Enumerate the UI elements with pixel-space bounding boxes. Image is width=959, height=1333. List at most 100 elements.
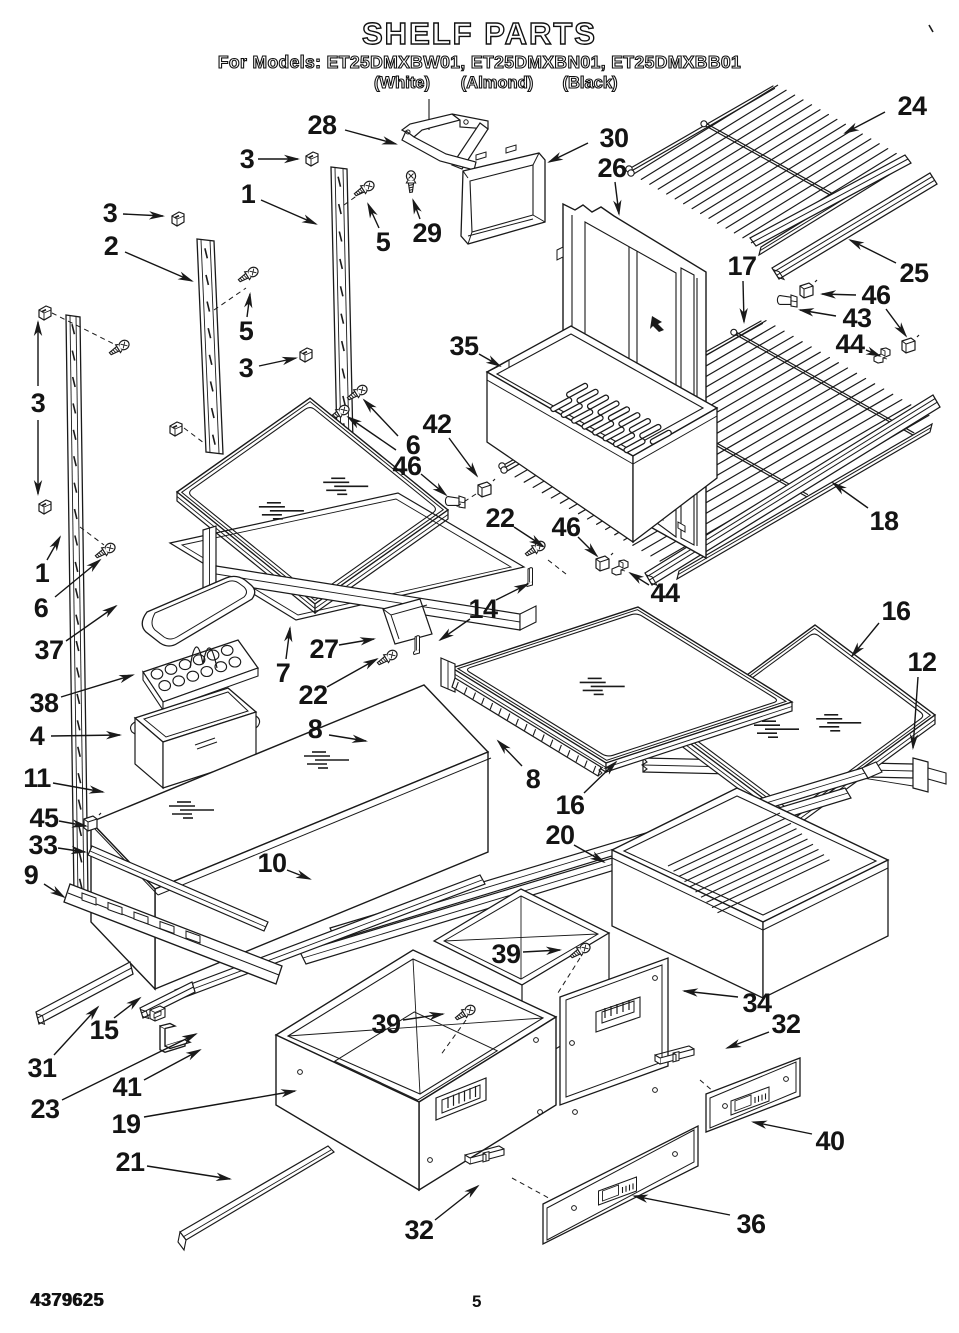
callout-23: 23 bbox=[30, 1094, 60, 1124]
leader-arrow-44 bbox=[865, 346, 882, 357]
callout-20: 20 bbox=[545, 820, 574, 850]
callout-32: 32 bbox=[404, 1215, 433, 1245]
callout-44: 44 bbox=[650, 578, 680, 608]
leader-arrow-27 bbox=[338, 637, 376, 646]
callout-3: 3 bbox=[240, 144, 255, 174]
document-number: 4379625 bbox=[30, 1290, 104, 1310]
leader-arrow-41 bbox=[143, 1049, 202, 1081]
callout-4: 4 bbox=[30, 721, 45, 751]
callout-8: 8 bbox=[308, 714, 323, 744]
leader-arrow-46 bbox=[820, 290, 857, 299]
part-29-screw bbox=[405, 170, 417, 194]
callout-24: 24 bbox=[897, 91, 927, 121]
leader-arrow-38 bbox=[60, 674, 135, 698]
page-number: 5 bbox=[472, 1292, 482, 1311]
callout-29: 29 bbox=[412, 218, 442, 248]
leader-arrow-11 bbox=[52, 782, 105, 794]
leader-arrow-1 bbox=[260, 199, 318, 225]
part-38-egg-tray bbox=[141, 639, 260, 712]
leader-arrow-32 bbox=[725, 1031, 770, 1049]
callout-17: 17 bbox=[727, 251, 756, 281]
finish-black: (Black) bbox=[562, 73, 618, 92]
leader-arrow-34 bbox=[682, 988, 739, 998]
part-37-egg-tray-lid bbox=[141, 575, 256, 647]
part-25-rail-upper bbox=[749, 154, 912, 247]
leader-arrow-46 bbox=[420, 473, 448, 497]
leader-arrow-3 bbox=[258, 356, 298, 367]
parts-36-40-32-trim-panels bbox=[464, 1045, 801, 1246]
callout-42: 42 bbox=[422, 409, 451, 439]
leader-arrow-22 bbox=[513, 526, 545, 548]
callout-31: 31 bbox=[27, 1053, 57, 1083]
leader-arrow-14 bbox=[495, 583, 530, 601]
leader-arrow-29 bbox=[412, 198, 422, 220]
leader-arrow-46 bbox=[577, 536, 599, 558]
callout-16: 16 bbox=[555, 790, 585, 820]
leader-arrow-10 bbox=[286, 869, 312, 880]
callout-21: 21 bbox=[115, 1147, 145, 1177]
part-30-frame bbox=[460, 144, 546, 245]
callout-1: 1 bbox=[241, 179, 256, 209]
leader-arrow-3 bbox=[122, 211, 165, 220]
leader-arrow-21 bbox=[146, 1165, 232, 1181]
part-31-rail bbox=[35, 961, 134, 1025]
callout-5: 5 bbox=[239, 316, 254, 346]
callout-32: 32 bbox=[771, 1009, 800, 1039]
leader-arrow-12 bbox=[909, 676, 919, 750]
leader-arrow-17 bbox=[739, 280, 748, 324]
leader-arrow-44 bbox=[628, 571, 650, 586]
callout-6: 6 bbox=[406, 430, 421, 460]
parts-45-33-9-trims bbox=[63, 812, 283, 985]
callout-34: 34 bbox=[742, 988, 772, 1018]
leader-arrow-4 bbox=[50, 731, 122, 740]
finish-white: (White) bbox=[373, 73, 430, 92]
leader-arrow-22 bbox=[326, 658, 379, 688]
part-15-rail bbox=[139, 981, 196, 1020]
part-28-bracket bbox=[400, 99, 489, 171]
callout-36: 36 bbox=[736, 1209, 766, 1239]
leader-arrow-33 bbox=[57, 845, 87, 855]
callout-16: 16 bbox=[881, 596, 911, 626]
leader-arrow-16 bbox=[583, 760, 618, 794]
callout-28: 28 bbox=[307, 110, 337, 140]
leader-arrow-25 bbox=[848, 239, 897, 264]
callout-6: 6 bbox=[34, 593, 49, 623]
page-title: SHELF PARTS bbox=[361, 16, 597, 51]
callout-11: 11 bbox=[23, 763, 51, 793]
leader-arrow-9 bbox=[43, 883, 66, 899]
callout-33: 33 bbox=[28, 830, 58, 860]
callout-37: 37 bbox=[34, 635, 63, 665]
callout-3: 3 bbox=[239, 353, 254, 383]
callout-38: 38 bbox=[29, 688, 59, 718]
leader-arrow-19 bbox=[143, 1089, 297, 1118]
callout-7: 7 bbox=[276, 658, 291, 688]
callout-46: 46 bbox=[392, 451, 422, 481]
leader-arrow-40 bbox=[751, 1120, 813, 1135]
parts-31-15-23-41-21 bbox=[35, 961, 335, 1252]
callout-45: 45 bbox=[29, 803, 59, 833]
callout-8: 8 bbox=[526, 764, 541, 794]
leader-arrow-8 bbox=[496, 739, 523, 767]
title-block: SHELF PARTS For Models: ET25DMXBW01, ET2… bbox=[0, 16, 959, 94]
callout-3: 3 bbox=[31, 388, 46, 418]
leader-arrow-5 bbox=[367, 202, 380, 229]
leader-arrow-8 bbox=[328, 734, 368, 743]
leader-arrow-18 bbox=[831, 481, 869, 509]
part-35-pan bbox=[485, 325, 719, 544]
part-39-screws bbox=[439, 940, 593, 1057]
callout-27: 27 bbox=[309, 634, 338, 664]
callout-43: 43 bbox=[842, 303, 872, 333]
callout-14: 14 bbox=[468, 594, 498, 624]
part-27-trim bbox=[202, 525, 537, 645]
callout-35: 35 bbox=[449, 331, 479, 361]
leader-arrow-14 bbox=[438, 618, 471, 642]
leader-arrow-24 bbox=[843, 111, 886, 134]
leader-arrow-35 bbox=[478, 353, 502, 367]
callout-9: 9 bbox=[24, 860, 39, 890]
leader-arrow-15 bbox=[113, 996, 142, 1019]
leader-arrow-6 bbox=[346, 415, 397, 451]
callout-12: 12 bbox=[907, 647, 936, 677]
part-4-bin bbox=[129, 687, 261, 790]
